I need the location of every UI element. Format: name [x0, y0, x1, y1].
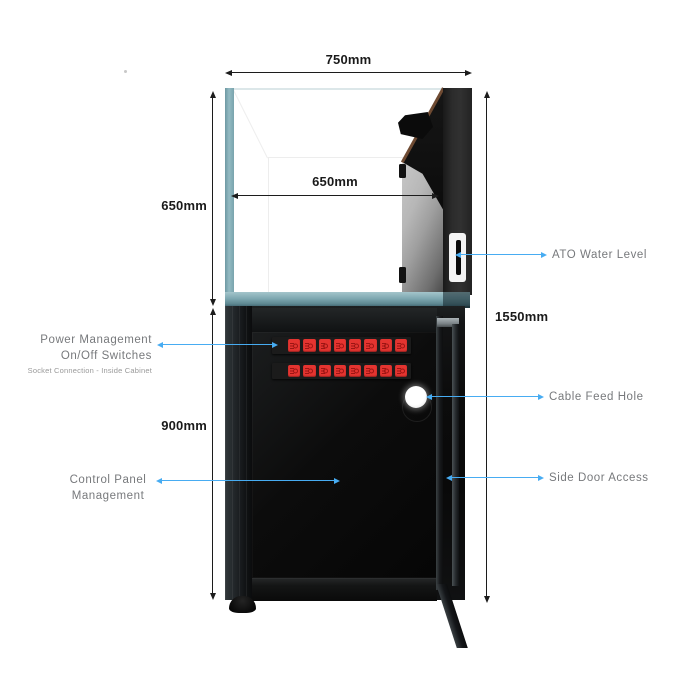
- arrow-shaft: [160, 479, 336, 482]
- cabinet-bottom-rail: [252, 578, 437, 601]
- dim-label-tank-height: 650mm: [161, 198, 207, 213]
- leveling-foot: [229, 596, 256, 613]
- ato-label: ATO Water Level: [552, 249, 647, 261]
- rocker-switch: [394, 339, 407, 352]
- dim-arrow-tank-width: [225, 68, 472, 77]
- dim-label-cabinet-height: 900mm: [161, 418, 207, 433]
- arrow-shaft: [459, 253, 543, 256]
- tank-top-rim: [234, 88, 443, 90]
- power-label: Power Management On/Off Switches Socket …: [10, 332, 152, 376]
- rocker-switch: [364, 339, 377, 352]
- rocker-switch: [349, 339, 362, 352]
- dim-arrow-cabinet-height: [208, 308, 217, 600]
- rocker-switch: [303, 364, 316, 378]
- arrow-shaft: [450, 476, 540, 479]
- rocker-switch: [333, 364, 346, 378]
- power-label-line2: On/Off Switches: [60, 350, 152, 362]
- open-door-hinge-bracket: [437, 318, 459, 327]
- dim-label-overall-height: 1550mm: [495, 309, 549, 324]
- tank-perspective-line: [233, 90, 269, 159]
- cabinet-frame-grooves: [225, 306, 252, 600]
- arrow-shaft: [212, 313, 213, 595]
- cable-hole-label: Cable Feed Hole: [549, 391, 644, 403]
- print-artifact-dot: [124, 70, 127, 73]
- cable-feed-hole: [404, 385, 427, 408]
- open-door-edge: [436, 316, 443, 590]
- control-panel-label-line1: Control Panel: [69, 474, 147, 486]
- rocker-switch: [379, 339, 392, 352]
- open-door-inner-frame: [452, 324, 459, 586]
- ato-arrow: [455, 250, 547, 259]
- arrow-shaft: [161, 343, 274, 346]
- rocker-switch: [288, 339, 301, 352]
- glass-clip-top: [399, 164, 406, 178]
- control-panel-label: Control Panel Management: [58, 472, 158, 504]
- dim-arrow-overall-height: [482, 91, 491, 603]
- rocker-switch: [333, 339, 346, 352]
- arrow-shaft: [430, 395, 540, 398]
- arrow-shaft: [230, 72, 467, 73]
- rocker-switch: [318, 339, 331, 352]
- dim-arrow-inner-width: [231, 191, 439, 200]
- tank-left-glass-edge: [225, 88, 234, 292]
- glass-clip-bottom: [399, 267, 406, 283]
- power-label-line1: Power Management: [40, 334, 152, 346]
- tank-back-corner-line: [268, 157, 269, 292]
- rocker-switch: [349, 364, 362, 378]
- rocker-switch: [379, 364, 392, 378]
- cabinet-top-rail: [252, 308, 437, 332]
- rocker-switch: [318, 364, 331, 378]
- rocker-switch: [303, 339, 316, 352]
- rocker-switch: [394, 364, 407, 378]
- tank-back-bottom-line: [268, 157, 403, 158]
- cable-hole-arrow: [426, 392, 544, 401]
- control-panel-arrow: [156, 476, 340, 485]
- dim-label-inner-width: 650mm: [312, 174, 358, 189]
- power-label-note: Socket Connection - Inside Cabinet: [27, 366, 152, 375]
- dim-label-tank-width: 750mm: [325, 52, 372, 67]
- control-panel-label-line2: Management: [71, 490, 145, 502]
- power-arrow: [157, 340, 278, 349]
- tank-bottom-rim-shadow: [443, 292, 470, 308]
- power-switch-strip-1: [272, 337, 411, 354]
- arrow-shaft: [486, 96, 487, 598]
- rocker-switch: [288, 364, 301, 378]
- cabinet-left-frame: [225, 306, 252, 600]
- dim-arrow-tank-height: [208, 91, 217, 306]
- power-switch-strip-2: [272, 363, 411, 379]
- side-door-arrow: [446, 473, 544, 482]
- arrow-shaft: [212, 96, 213, 301]
- arrow-shaft: [236, 195, 434, 196]
- side-door-label: Side Door Access: [549, 472, 649, 484]
- rocker-switch: [364, 364, 377, 378]
